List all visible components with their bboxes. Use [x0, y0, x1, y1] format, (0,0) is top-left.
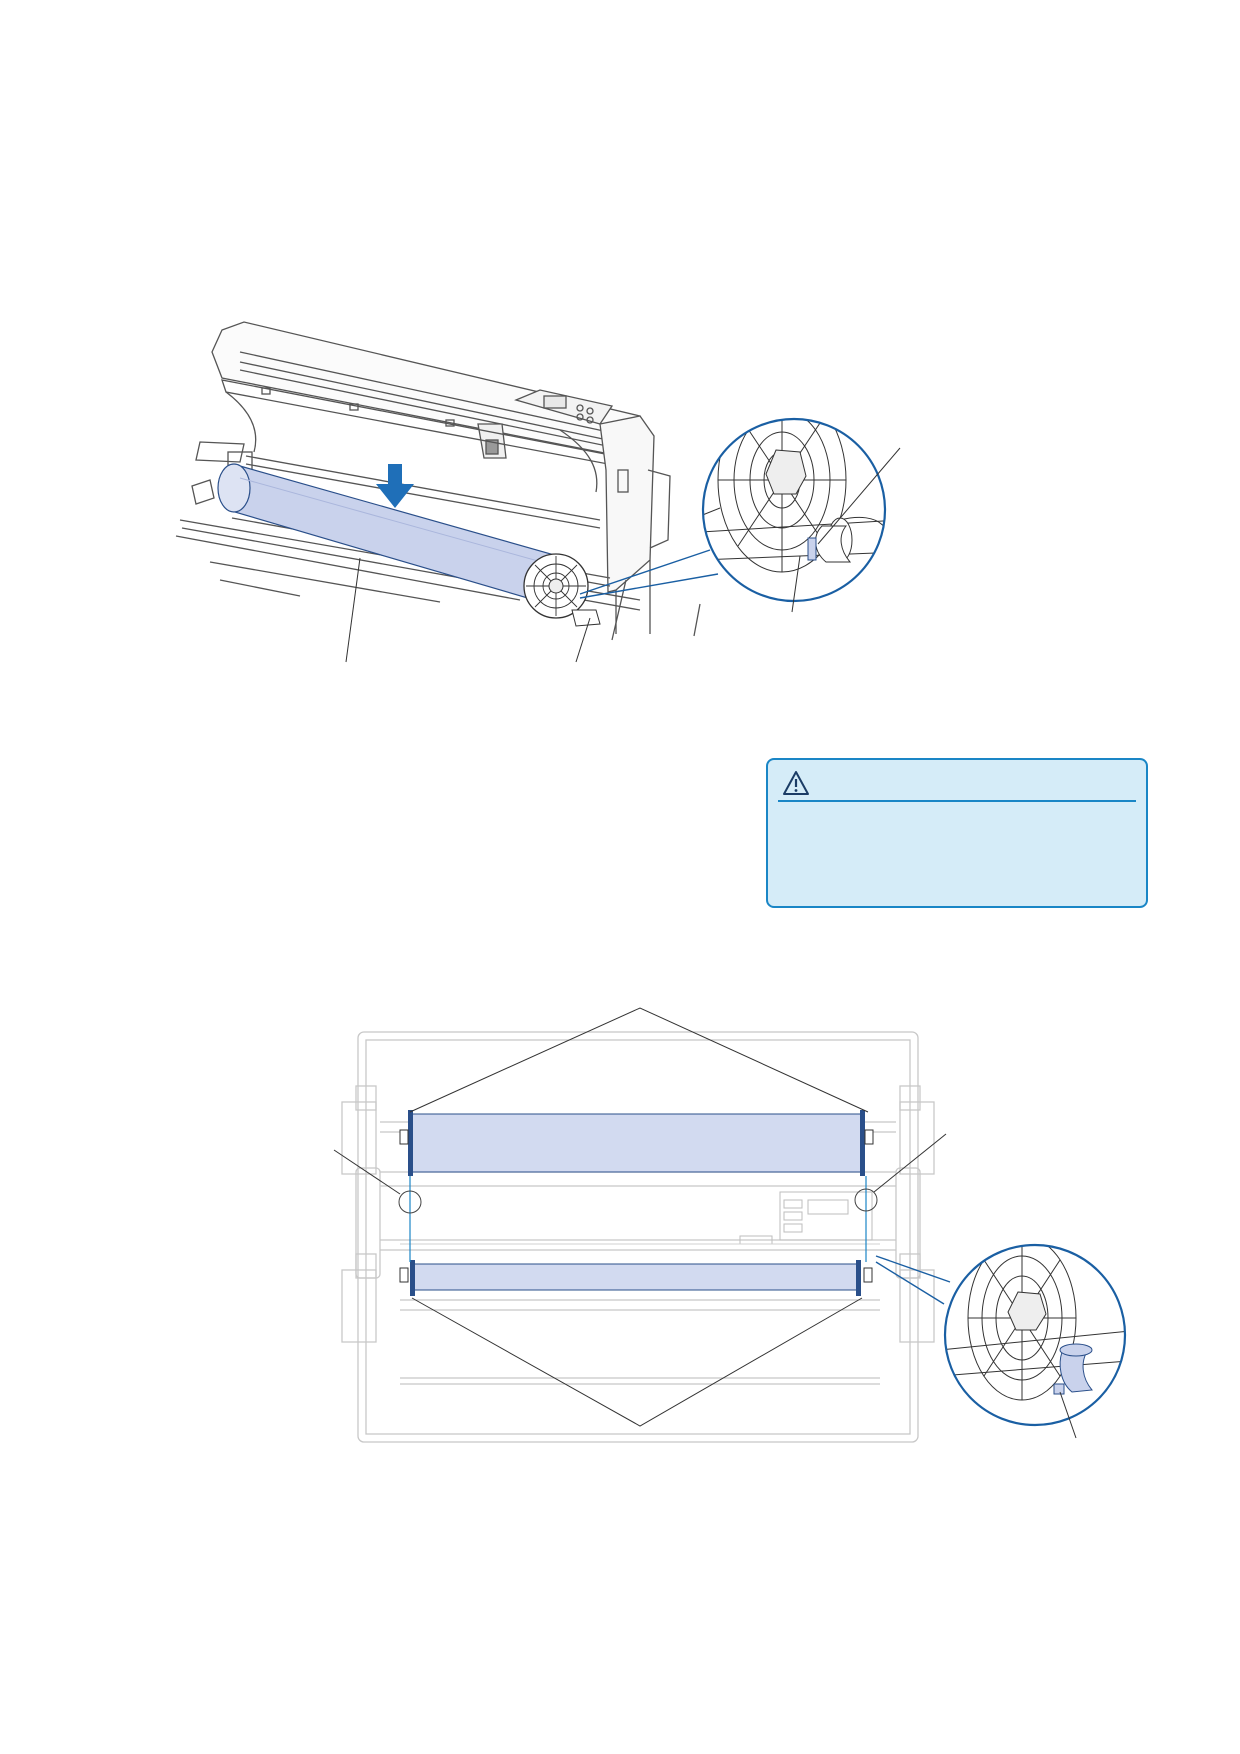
rear-media-roll [399, 1110, 874, 1176]
zoom-callout-wedge [875, 1255, 951, 1305]
alignment-guide-lines [409, 1176, 867, 1262]
media-roll [217, 463, 559, 605]
flange-stopper-zoom-inset [943, 1243, 1127, 1439]
callout-leader-lines [333, 1007, 947, 1427]
control-panel-top-view [739, 1191, 873, 1245]
cutting-plotter-body [175, 321, 701, 641]
reference-mark-circles [398, 1188, 878, 1214]
flange-stopper-zoom-inset [701, 417, 901, 613]
caution-box [766, 758, 1148, 908]
roll-positions-top-view-illustration [333, 1007, 1127, 1443]
zoom-callout-wedge [579, 549, 719, 599]
caution-divider [778, 800, 1136, 802]
callout-leader-lines [345, 557, 591, 663]
down-arrow-icon [376, 464, 414, 508]
roll-flange [523, 553, 601, 627]
plotter-outline-top-view [341, 1031, 935, 1443]
front-media-roll [399, 1260, 873, 1296]
warning-triangle-icon [783, 771, 809, 795]
